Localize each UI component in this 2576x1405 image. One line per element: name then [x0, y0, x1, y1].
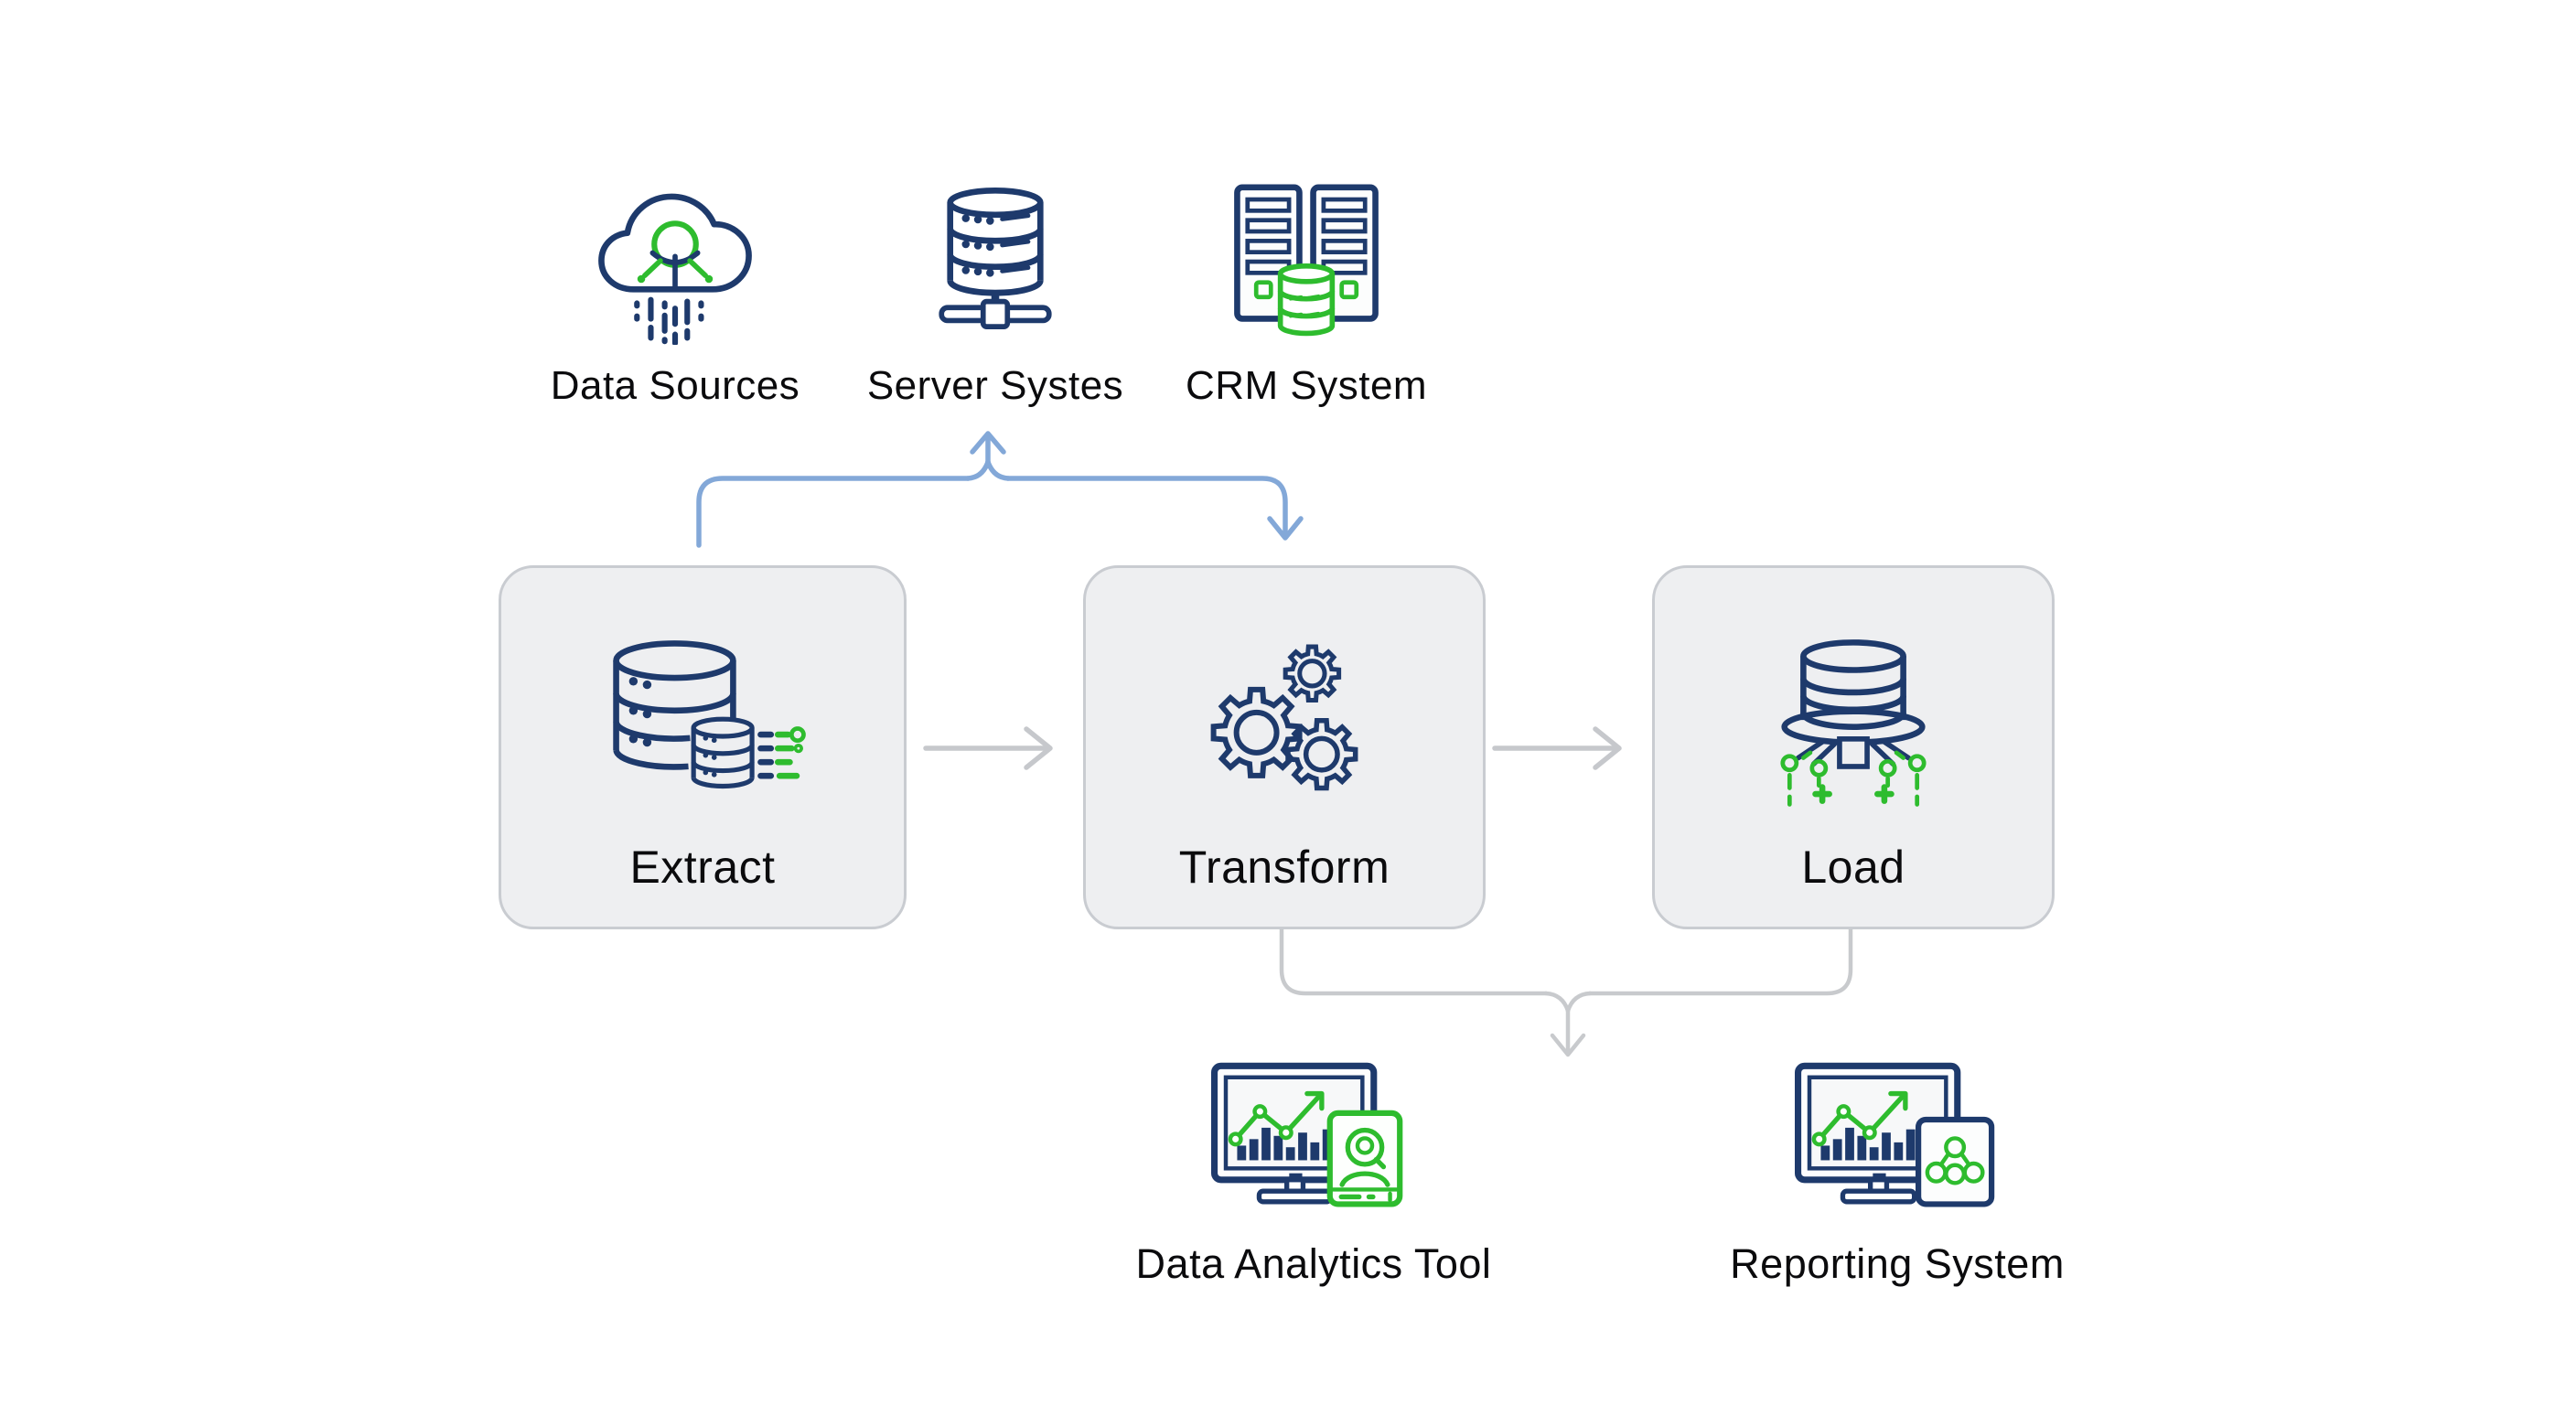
output-label: Reporting System: [1730, 1240, 2065, 1287]
merge-down-arrow: [1279, 922, 1853, 1057]
source-node-server-systems: Server Systes: [803, 166, 1187, 409]
blue-connector-arrows: [696, 431, 1304, 548]
source-node-data-sources: Data Sources: [483, 166, 867, 409]
cloud-data-icon: [588, 166, 762, 345]
database-extract-icon: [596, 616, 810, 828]
stage-label: Transform: [1178, 842, 1390, 893]
source-label: Data Sources: [550, 363, 800, 408]
source-node-crm-system: CRM System: [1114, 166, 1498, 409]
gears-icon: [1180, 616, 1389, 828]
stage-label: Load: [1801, 842, 1905, 893]
stage-box-load: Load: [1652, 565, 2055, 929]
database-load-icon: [1750, 616, 1957, 828]
stage-label: Extract: [629, 842, 776, 893]
stage-box-transform: Transform: [1083, 565, 1486, 929]
monitor-reporting-icon: [1791, 1059, 2003, 1222]
source-label: Server Systes: [866, 363, 1124, 408]
server-racks-database-icon: [1229, 166, 1384, 345]
source-label: CRM System: [1185, 363, 1428, 408]
database-server-icon: [926, 166, 1065, 345]
stage-box-extract: Extract: [499, 565, 907, 929]
output-node-reporting: Reporting System: [1614, 1059, 2181, 1288]
monitor-analytics-icon: [1208, 1059, 1420, 1222]
output-label: Data Analytics Tool: [1135, 1240, 1492, 1287]
output-node-analytics: Data Analytics Tool: [1030, 1059, 1597, 1288]
